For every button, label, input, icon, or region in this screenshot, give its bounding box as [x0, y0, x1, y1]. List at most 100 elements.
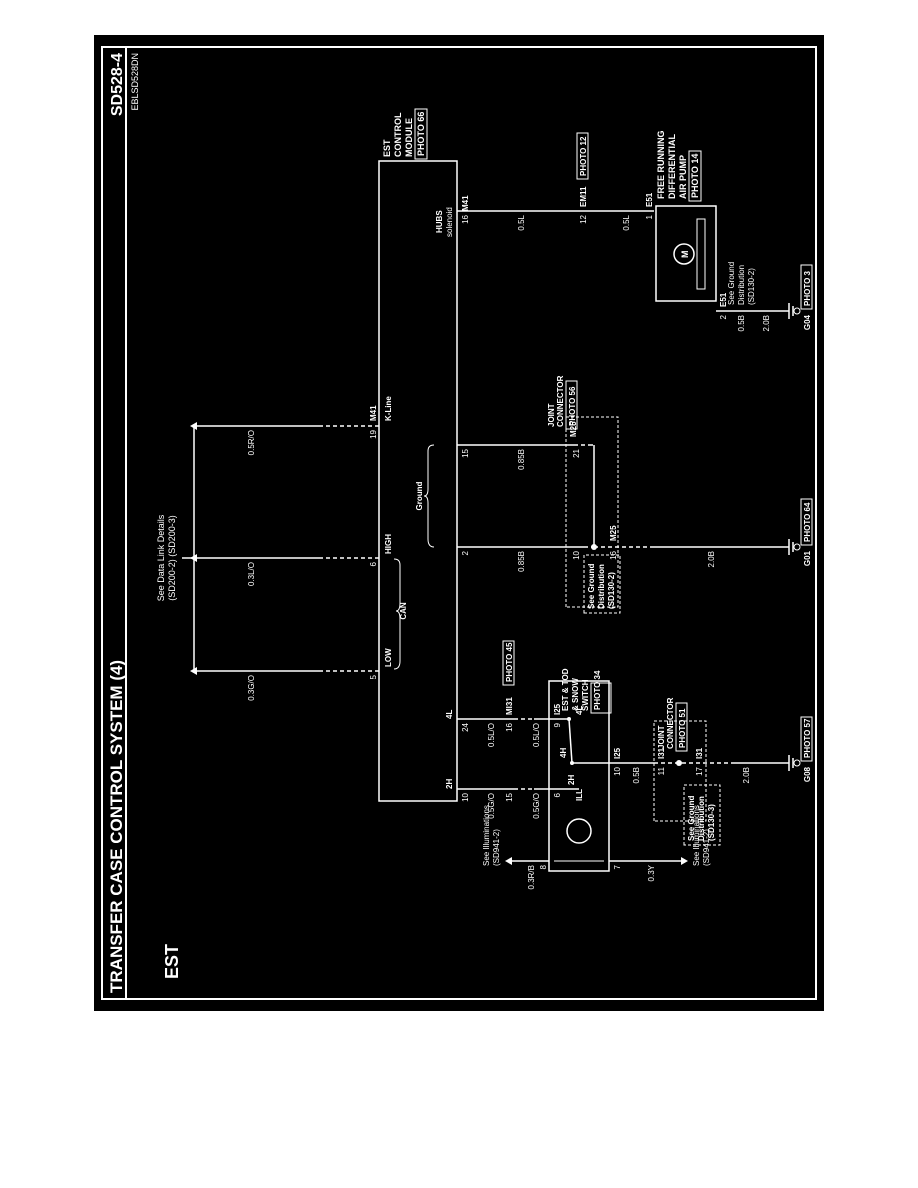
bus-arrows	[190, 422, 197, 675]
ground-dist-ref: (SD130-2)	[747, 268, 756, 305]
wire-color-label: 0.3G/O	[247, 675, 256, 701]
pump-label: AIR PUMP	[678, 155, 688, 199]
ill-label: ILL	[575, 789, 584, 801]
joint-connector-box	[565, 416, 619, 608]
pin-number: 10	[461, 792, 470, 801]
wire-color-label: 0.3Y	[647, 864, 656, 881]
bus-high-label: HIGH	[384, 534, 393, 554]
ground-dist-ref: See Ground	[687, 796, 696, 841]
photo-ref: PHOTO 51	[678, 708, 687, 748]
est-tod-snow-switch	[548, 680, 610, 872]
connector-id: M41	[369, 405, 378, 421]
photo-ref: PHOTO 12	[579, 136, 588, 176]
wire-color-label: 2.0B	[707, 551, 716, 567]
data-bus-wires	[194, 425, 379, 672]
photo-ref: PHOTO 45	[505, 642, 514, 682]
illumination-wires	[509, 762, 789, 862]
ground-id: G08	[803, 766, 812, 782]
ground-dist-ref: (SD130-2)	[607, 572, 616, 609]
pin-number: 10	[613, 766, 622, 775]
switch-2h-label: 2H	[567, 775, 576, 785]
connector-id: EM11	[579, 186, 588, 207]
pump-label: DIFFERENTIAL	[667, 134, 677, 199]
connector-id: I25	[613, 747, 622, 759]
wire-color-label: 0.5G/O	[532, 793, 541, 819]
ground-wires	[457, 444, 789, 548]
outer-border	[101, 46, 817, 1000]
switch-name: EST & TOD	[561, 668, 570, 711]
photo-ref: PHOTO 14	[690, 154, 700, 198]
joint-label: CONNECTOR	[556, 375, 565, 427]
pin-number: 2	[461, 550, 470, 555]
wire-color-label: 0.5L	[622, 214, 631, 230]
motor-symbol: M	[680, 251, 690, 259]
pin-number: 9	[553, 722, 562, 727]
connector-id: I25	[553, 703, 562, 715]
pin-number: 12	[579, 214, 588, 223]
switch-name: SWITCH	[581, 679, 590, 711]
photo-ref: PHOTO 57	[803, 718, 812, 758]
joint-connector-box	[653, 720, 707, 822]
wire-color-label: 0.5B	[632, 767, 641, 783]
switch-4h-label: 4H	[559, 748, 568, 758]
pin-number: 2	[719, 314, 728, 319]
photo-ref: PHOTO 34	[593, 670, 602, 710]
photo-ref: PHOTO 64	[803, 502, 812, 542]
wire-color-label: 0.3R/B	[527, 865, 536, 889]
switch-wires	[457, 718, 549, 790]
wire-color-label: 0.5L/O	[487, 723, 496, 747]
connector-id: M41	[461, 195, 470, 211]
switch-contact	[568, 718, 573, 764]
diagram-title: TRANSFER CASE CONTROL SYSTEM (4)	[107, 660, 126, 993]
wire-color-label: 0.5R/O	[247, 430, 256, 455]
pin-number: 11	[657, 766, 666, 775]
wire-color-label: 0.5L	[517, 214, 526, 230]
switch-name: & SNOW	[571, 678, 580, 711]
joint-label: JOINT	[657, 725, 666, 749]
ground-dist-ref: Distribution	[597, 564, 606, 609]
est-control-module	[378, 160, 458, 802]
pin-number: 16	[505, 722, 514, 731]
diagram-sheet: TRANSFER CASE CONTROL SYSTEM (4) SD528-4…	[94, 35, 824, 1011]
pin-number: 6	[369, 561, 378, 566]
connector-id: E51	[645, 192, 654, 207]
illum-ref: (SD941-2)	[702, 829, 711, 866]
pin-number: 19	[369, 429, 378, 438]
wire-color-label: 2.0B	[742, 767, 751, 783]
bus-can-label: CAN	[399, 602, 408, 620]
pin-number: 5	[369, 674, 378, 679]
ground-dist-ref: See Ground	[727, 262, 736, 305]
ground-dist-ref: Distribution	[697, 796, 706, 841]
data-link-note-2: (SD200-2) (SD200-3)	[167, 515, 177, 601]
pin-number: 15	[461, 448, 470, 457]
illum-ref: (SD941-2)	[492, 829, 501, 866]
pin-number: 21	[572, 448, 581, 457]
module-name-2: CONTROL	[393, 112, 403, 157]
photo-ref: PHOTO 56	[568, 386, 577, 426]
wire-color-label: 0.3L/O	[247, 562, 256, 586]
pin-number: 6	[553, 792, 562, 797]
wire-color-label: 0.85B	[517, 551, 526, 572]
ground-id: G01	[803, 550, 812, 566]
ill-lamp-icon	[566, 818, 592, 844]
joint-label: JOINT	[547, 403, 556, 427]
wire-color-label: 0.5B	[737, 315, 746, 331]
pump-label: FREE RUNNING	[656, 130, 666, 199]
photo-ref: PHOTO 3	[803, 270, 812, 306]
ground-dist-ref: Distribution	[737, 265, 746, 305]
connector-id: M25	[609, 525, 618, 541]
pin-number: 1	[645, 214, 654, 219]
illum-ref: See Illuminations	[692, 805, 701, 866]
pin-number: 17	[695, 766, 704, 775]
hubs-label: HUBS	[435, 210, 444, 233]
bus-kline-label: K-Line	[384, 396, 393, 421]
pin-number: 10	[572, 550, 581, 559]
variant-label: EST	[162, 944, 182, 979]
module-name-1: EST	[382, 139, 392, 157]
data-link-note-1: See Data Link Details	[156, 514, 166, 601]
wire-color-label: 0.5G/O	[487, 793, 496, 819]
wire-color-label: 0.5L/O	[532, 723, 541, 747]
joint-label: CONNECTOR	[666, 697, 675, 749]
module-name-3: MODULE	[404, 118, 414, 157]
page-code: SD528-4	[109, 53, 126, 116]
